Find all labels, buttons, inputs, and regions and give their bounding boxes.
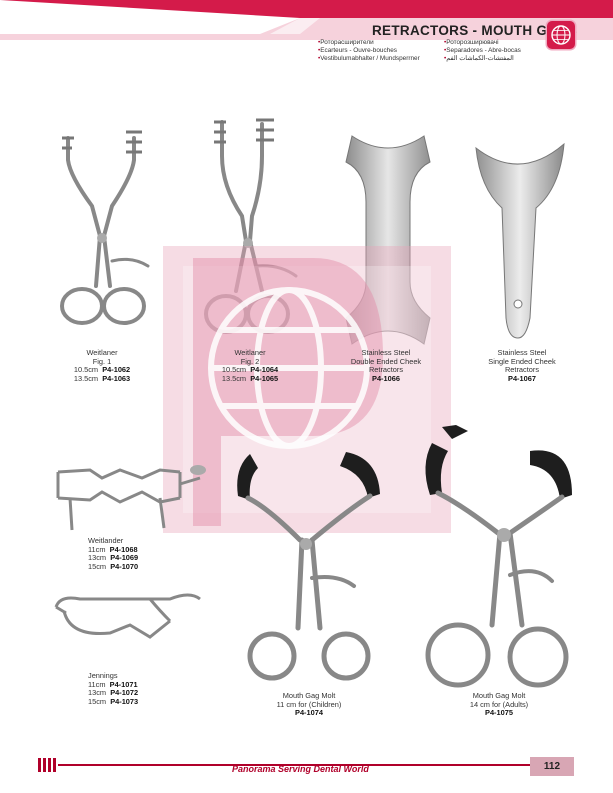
product-line: Double Ended Cheek [350, 356, 422, 366]
product-line: 14 cm for (Adults) [469, 699, 529, 709]
product-caption: Weitlaner Fig. 2 10.5cm P4-1064 13.5cm P… [200, 348, 300, 384]
product-size-row: 13.5cm P4-1063 [52, 373, 152, 384]
product-code: P4-1065 [250, 373, 279, 383]
product-code: P4-1062 [102, 365, 131, 375]
footer-band [38, 758, 530, 772]
product-caption: Weitlander 11cm P4-1068 13cm P4-1069 15c… [88, 536, 168, 572]
product-line: Fig. 2 [240, 356, 260, 366]
product-name: Weitlaner [234, 348, 266, 357]
language-item: Vestibulumabhalter / Mundsperrner [318, 55, 419, 63]
product-code: P4-1072 [110, 688, 139, 698]
size: 13.5cm [221, 373, 247, 383]
language-item: Ecarteurs - Ouvre-bouches [318, 47, 420, 55]
product-caption: Stainless Steel Double Ended Cheek Retra… [330, 348, 442, 383]
size: 10.5cm [221, 365, 247, 375]
product-name: Weitlaner [86, 348, 118, 357]
product-size-row: 15cm P4-1073 [88, 696, 168, 707]
product-code: P4-1066 [372, 373, 400, 383]
product-name: Jennings [88, 671, 118, 680]
size: 13.5cm [73, 373, 99, 383]
product-code: P4-1069 [110, 553, 139, 563]
product-name: Mouth Gag Molt [472, 691, 526, 700]
product-line: Single Ended Cheek [488, 356, 556, 366]
product-name: Stainless Steel [497, 348, 547, 357]
product-size-row: 11cm P4-1071 [88, 679, 168, 690]
weitlaner-fig1-image [60, 130, 150, 325]
product-line: Retractors [504, 365, 540, 375]
globe-icon [551, 25, 571, 45]
product-code: P4-1075 [485, 708, 513, 718]
product-code: P4-1064 [250, 365, 279, 375]
language-list-right: Роторозширювачі Separadores - Abre-bocas… [444, 39, 521, 64]
language-item: Роторасширители [318, 39, 420, 47]
product-size-row: 13.5cm P4-1065 [200, 373, 300, 384]
product-code: P4-1067 [508, 373, 536, 383]
page-number: 112 [530, 757, 574, 776]
language-item: المفتشات-الكماشات الفم [444, 55, 521, 63]
product-code: P4-1063 [102, 373, 131, 383]
product-line: 11 cm for (Children) [276, 699, 342, 709]
language-item: Роторозширювачі [444, 39, 521, 47]
double-cheek-retractor-image [345, 135, 431, 345]
product-size-row: 11cm P4-1068 [88, 544, 168, 555]
size: 10.5cm [73, 365, 99, 375]
product-size-row: 15cm P4-1070 [88, 561, 168, 572]
single-cheek-retractor-image [475, 142, 565, 339]
product-size-row: 10.5cm P4-1062 [52, 365, 152, 375]
product-code: P4-1074 [295, 708, 323, 718]
size: 15cm [88, 561, 107, 571]
brand-logo [547, 21, 575, 49]
product-name: Mouth Gag Molt [282, 691, 336, 700]
product-size-row: 13cm P4-1069 [88, 553, 168, 563]
size: 13cm [88, 688, 107, 698]
product-caption: Jennings 11cm P4-1071 13cm P4-1072 15cm … [88, 671, 168, 707]
language-item: Separadores - Abre-bocas [444, 47, 521, 55]
size: 11cm [88, 544, 106, 554]
product-code: P4-1071 [109, 679, 138, 689]
weitlaner-fig2-image [204, 118, 298, 334]
product-caption: Stainless Steel Single Ended Cheek Retra… [466, 348, 578, 383]
language-list-left: Роторасширители Ecarteurs - Ouvre-bouche… [318, 39, 420, 64]
product-line: Retractors [368, 365, 404, 375]
product-code: P4-1073 [110, 696, 139, 706]
product-name: Stainless Steel [361, 348, 411, 357]
size: 15cm [88, 696, 107, 706]
weitlander-image [56, 465, 206, 531]
product-size-row: 13cm P4-1072 [88, 688, 168, 698]
size: 13cm [88, 553, 107, 563]
product-line: Fig. 1 [92, 356, 112, 366]
size: 11cm [88, 679, 106, 689]
jennings-image [54, 593, 201, 639]
product-code: P4-1068 [109, 544, 138, 554]
mouth-gag-adults-image [425, 425, 572, 688]
page-title: RETRACTORS - MOUTH GAGS [372, 23, 578, 38]
footer-tagline: Panorama Serving Dental World [232, 764, 369, 774]
product-name: Weitlander [88, 536, 124, 545]
product-caption: Mouth Gag Molt 14 cm for (Adults) P4-107… [444, 691, 554, 718]
header-band [0, 0, 613, 40]
product-size-row: 10.5cm P4-1064 [200, 365, 300, 375]
mouth-gag-children-image [237, 452, 380, 681]
product-caption: Weitlaner Fig. 1 10.5cm P4-1062 13.5cm P… [52, 348, 152, 384]
product-caption: Mouth Gag Molt 11 cm for (Children) P4-1… [254, 691, 364, 718]
product-code: P4-1070 [110, 561, 139, 571]
